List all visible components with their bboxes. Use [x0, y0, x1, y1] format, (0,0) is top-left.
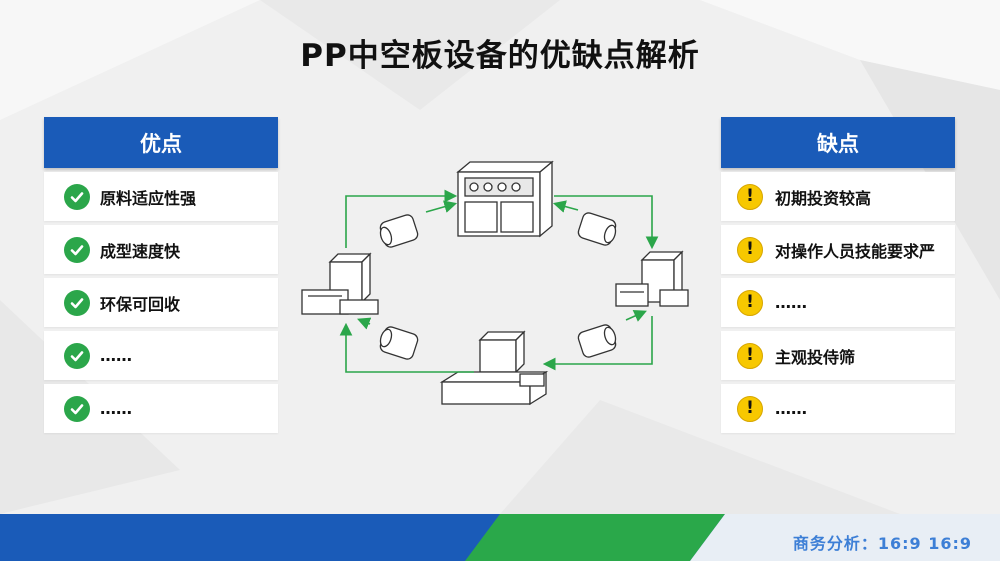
equipment-cycle-diagram — [301, 160, 689, 406]
cons-item-label: 主观投侍筛 — [775, 347, 856, 367]
pros-item-label: 成型速度快 — [100, 241, 181, 261]
cons-item-label: …… — [775, 399, 807, 418]
extruder-machine-icon — [301, 252, 379, 315]
exclamation-circle-icon: ! — [737, 183, 763, 210]
cons-item: ! …… — [721, 278, 955, 327]
cons-item: ! 对操作人员技能要求严 — [721, 225, 955, 274]
pros-item: …… — [44, 331, 278, 380]
roll-material-icon — [379, 326, 419, 360]
cooling-unit-icon — [615, 250, 689, 307]
cons-item-label: 对操作人员技能要求严 — [775, 241, 936, 261]
cons-item-label: …… — [775, 293, 807, 312]
roll-material-icon — [379, 214, 419, 248]
check-circle-icon — [64, 289, 90, 316]
pros-item: 环保可回收 — [44, 278, 278, 327]
pros-item-label: …… — [100, 346, 132, 365]
footer-band — [0, 514, 1000, 561]
check-circle-icon — [64, 183, 90, 210]
pros-item: …… — [44, 384, 278, 433]
check-circle-icon — [64, 342, 90, 369]
roll-material-icon — [577, 212, 617, 246]
flow-arrows — [339, 189, 659, 373]
exclamation-circle-icon: ! — [737, 236, 763, 263]
pros-item-label: 环保可回收 — [100, 294, 181, 314]
cons-item-label: 初期投资较高 — [775, 188, 872, 208]
cons-item: ! 初期投资较高 — [721, 172, 955, 221]
control-cabinet-icon — [456, 160, 554, 238]
exclamation-circle-icon: ! — [737, 289, 763, 316]
check-circle-icon — [64, 236, 90, 263]
cons-panel: 缺点 ! 初期投资较高 ! 对操作人员技能要求严 ! …… ! 主观投侍筛 ! … — [721, 117, 955, 433]
cons-item: ! 主观投侍筛 — [721, 331, 955, 380]
check-circle-icon — [64, 395, 90, 422]
pros-panel: 优点 原料适应性强 成型速度快 环保可回收 …… …… — [44, 117, 278, 433]
exclamation-circle-icon: ! — [737, 342, 763, 369]
pros-header: 优点 — [44, 117, 278, 168]
forming-machine-icon — [439, 330, 549, 406]
footer-text: 商务分析：16:9 16:9 — [792, 534, 972, 553]
page-title: PP中空板设备的优缺点解析 — [300, 38, 700, 74]
pros-item-label: …… — [100, 399, 132, 418]
pros-item: 原料适应性强 — [44, 172, 278, 221]
roll-material-icon — [577, 324, 617, 358]
cons-item: ! …… — [721, 384, 955, 433]
cons-header: 缺点 — [721, 117, 955, 168]
pros-item: 成型速度快 — [44, 225, 278, 274]
exclamation-circle-icon: ! — [737, 395, 763, 422]
pros-item-label: 原料适应性强 — [100, 188, 197, 208]
